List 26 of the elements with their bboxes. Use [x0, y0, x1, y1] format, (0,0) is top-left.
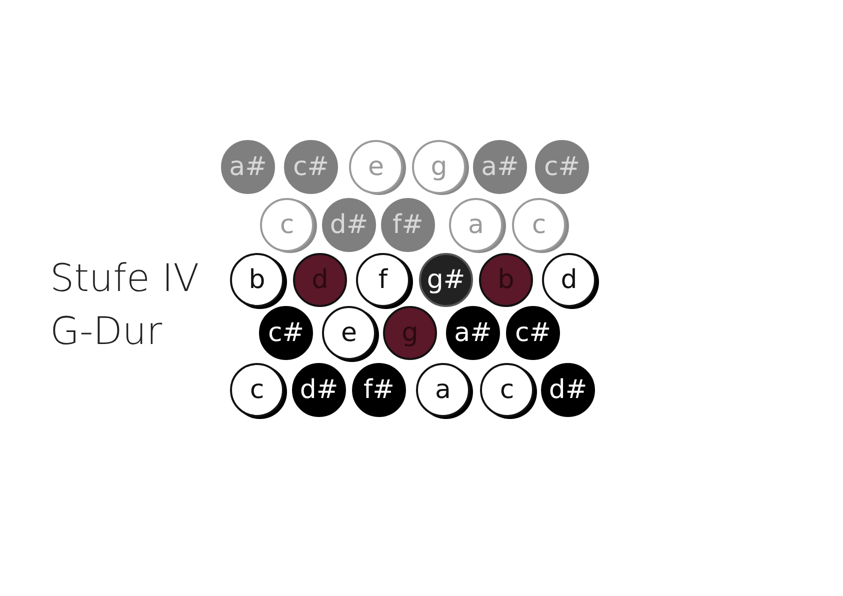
button-key: f# [352, 363, 406, 417]
button-key: c# [284, 140, 338, 194]
stage-label: Stufe IV G-Dur [50, 255, 200, 355]
button-key: d [542, 253, 596, 307]
button-key: g# [419, 253, 473, 307]
button-key: c# [259, 306, 313, 360]
button-key: b [230, 253, 284, 307]
button-key: d# [541, 363, 595, 417]
button-key: e [322, 306, 376, 360]
button-key: c [480, 363, 534, 417]
button-key: c# [506, 306, 560, 360]
button-key: c# [535, 140, 589, 194]
button-key: a# [221, 140, 275, 194]
button-key: c [512, 198, 566, 252]
button-key: a# [446, 306, 500, 360]
button-key: f# [381, 198, 435, 252]
button-key: d# [322, 198, 376, 252]
button-key: g [412, 140, 466, 194]
button-key: f [356, 253, 410, 307]
button-key: e [349, 140, 403, 194]
button-key: a [449, 198, 503, 252]
button-key: d# [292, 363, 346, 417]
button-key: c [230, 363, 284, 417]
button-key: a [416, 363, 470, 417]
button-key: c [260, 198, 314, 252]
button-key: a# [473, 140, 527, 194]
